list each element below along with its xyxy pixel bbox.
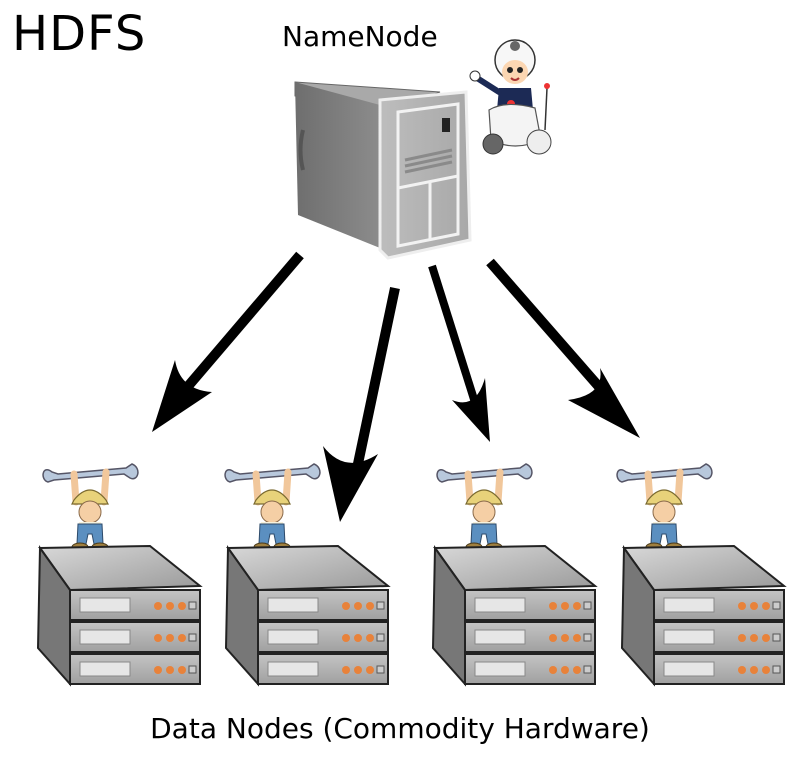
datanode-3	[432, 464, 596, 685]
worker-mascot-icon	[43, 464, 138, 551]
namenode-server-icon	[294, 81, 472, 260]
rack-server-icon	[37, 545, 201, 685]
datanodes-label: Data Nodes (Commodity Hardware)	[150, 712, 650, 745]
worker-mascot-icon	[617, 464, 712, 551]
rack-server-icon	[225, 545, 389, 685]
worker-mascot-icon	[225, 464, 320, 551]
namenode-mascot-police-icon	[469, 39, 552, 155]
arrow-to-datanode-2	[323, 286, 400, 522]
rack-server-icon	[621, 545, 785, 685]
datanode-1	[37, 464, 201, 685]
arrow-to-datanode-3	[428, 264, 490, 442]
arrow-to-datanode-1	[152, 251, 304, 432]
datanode-4	[617, 464, 785, 685]
arrow-to-datanode-4	[486, 258, 640, 438]
rack-server-icon	[432, 545, 596, 685]
datanode-2	[225, 464, 389, 685]
worker-mascot-icon	[437, 464, 532, 551]
namenode-label: NameNode	[282, 20, 438, 53]
diagram-title: HDFS	[12, 6, 147, 62]
